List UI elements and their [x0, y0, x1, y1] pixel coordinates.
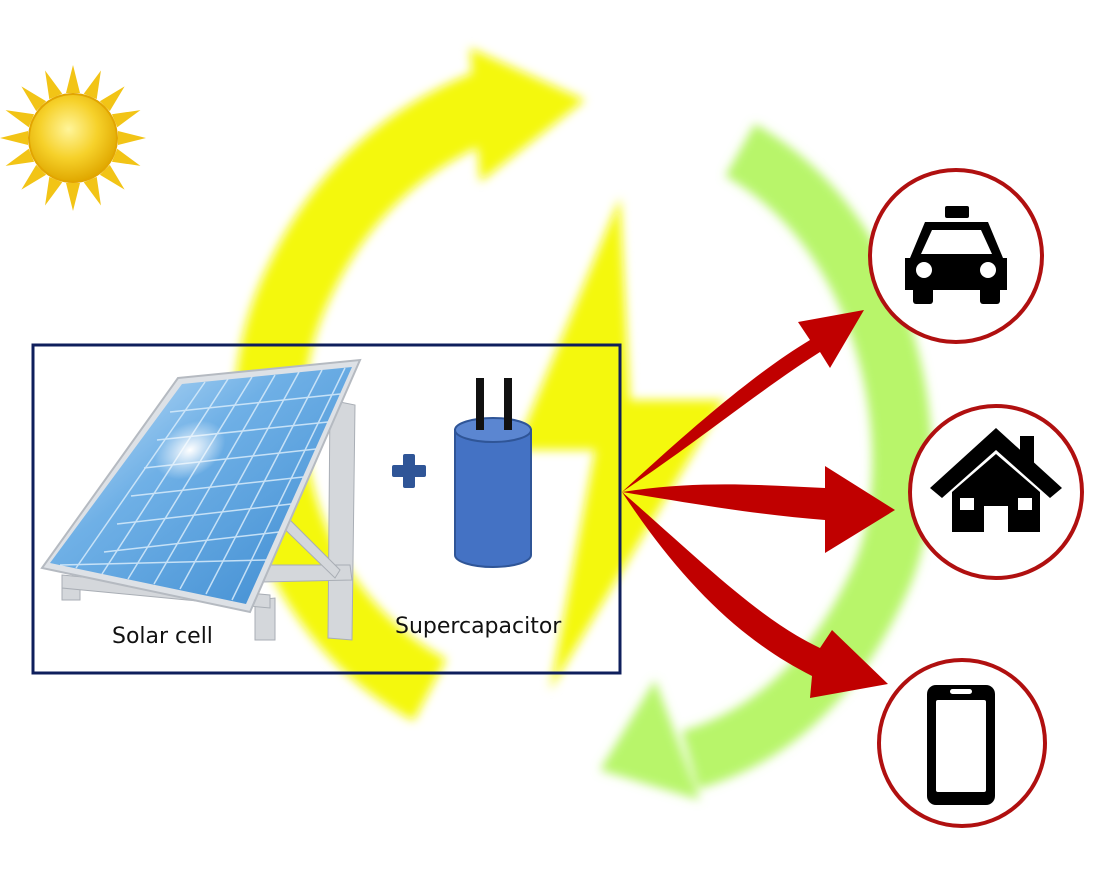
house-icon	[930, 428, 1062, 532]
supercapacitor-label: Supercapacitor	[395, 614, 562, 639]
green-cycle-arrow	[600, 123, 933, 800]
smartphone-icon	[927, 685, 995, 805]
phone-circle	[877, 658, 1047, 828]
car-circle	[868, 168, 1044, 344]
supercapacitor-icon	[454, 378, 532, 568]
arrow-to-house	[622, 466, 895, 553]
red-output-arrows	[622, 310, 895, 698]
solar-panel-icon	[40, 358, 362, 641]
solar-cell-label: Solar cell	[112, 624, 213, 649]
house-circle	[908, 404, 1084, 580]
taxi-car-icon	[905, 206, 1007, 304]
arrow-to-car	[622, 310, 864, 492]
sun-icon	[0, 65, 146, 211]
plus-icon	[392, 454, 426, 488]
solar-supercapacitor-box	[31, 343, 622, 675]
arrow-to-phone	[622, 492, 888, 698]
